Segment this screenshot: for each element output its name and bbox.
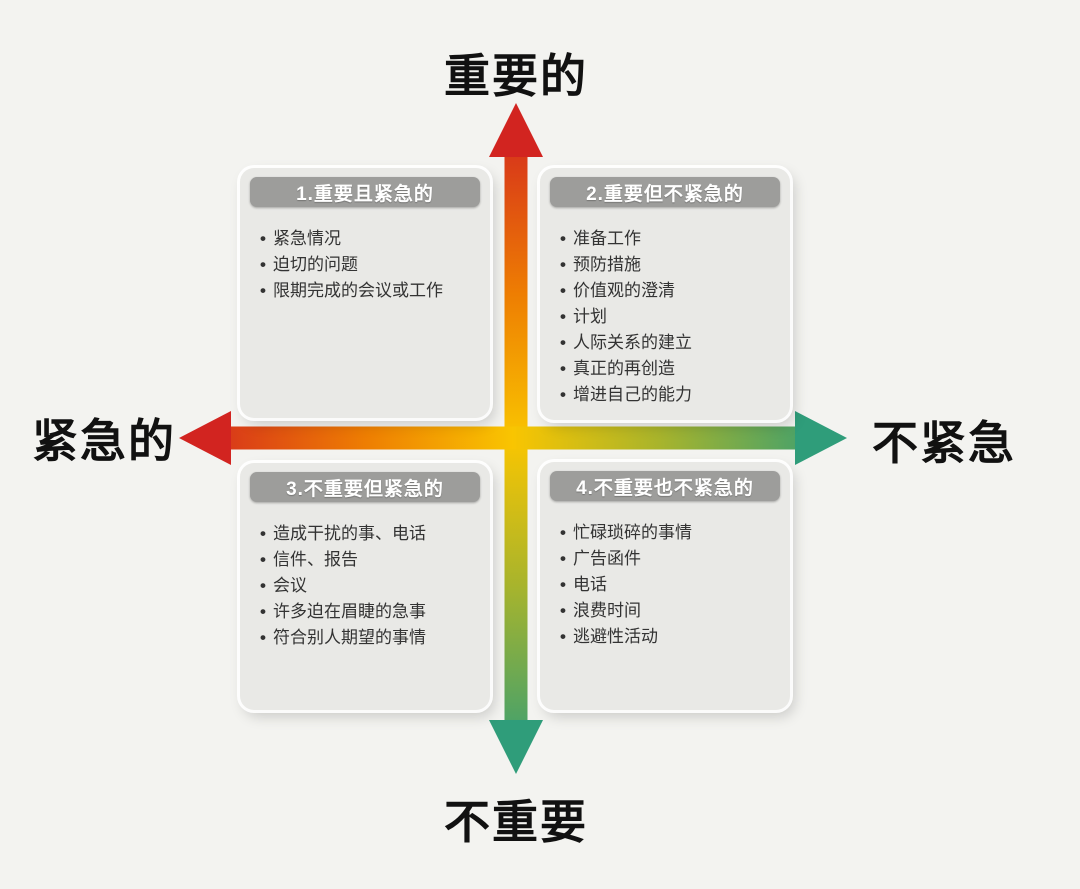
quadrant-item: 价值观的澄清 — [560, 282, 780, 300]
quadrant-1-list: 紧急情况迫切的问题限期完成的会议或工作 — [240, 230, 490, 300]
quadrant-item: 迫切的问题 — [260, 256, 480, 274]
quadrant-item: 逃避性活动 — [560, 628, 780, 646]
quadrant-item: 会议 — [260, 577, 480, 595]
quadrant-item: 人际关系的建立 — [560, 334, 780, 352]
axis-label-important: 重要的 — [444, 50, 588, 102]
quadrant-4-list: 忙碌琐碎的事情广告函件电话浪费时间逃避性活动 — [540, 524, 790, 646]
arrow-down-icon — [489, 720, 543, 774]
quadrant-3-title: 3.不重要但紧急的 — [250, 472, 480, 502]
axis-label-not-important: 不重要 — [444, 796, 588, 848]
quadrant-2-title: 2.重要但不紧急的 — [550, 177, 780, 207]
arrow-left-icon — [179, 411, 231, 465]
quadrant-item: 增进自己的能力 — [560, 386, 780, 404]
quadrant-3-list: 造成干扰的事、电话信件、报告会议许多迫在眉睫的急事符合别人期望的事情 — [240, 525, 490, 647]
quadrant-2-list: 准备工作预防措施价值观的澄清计划人际关系的建立真正的再创造增进自己的能力 — [540, 230, 790, 404]
quadrant-not-important-urgent: 3.不重要但紧急的 造成干扰的事、电话信件、报告会议许多迫在眉睫的急事符合别人期… — [240, 463, 490, 710]
quadrant-item: 电话 — [560, 576, 780, 594]
quadrant-item: 计划 — [560, 308, 780, 326]
arrow-right-icon — [795, 411, 847, 465]
horizontal-axis-bar — [222, 426, 798, 450]
quadrant-important-not-urgent: 2.重要但不紧急的 准备工作预防措施价值观的澄清计划人际关系的建立真正的再创造增… — [540, 168, 790, 420]
quadrant-item: 预防措施 — [560, 256, 780, 274]
quadrant-item: 紧急情况 — [260, 230, 480, 248]
quadrant-item: 忙碌琐碎的事情 — [560, 524, 780, 542]
quadrant-4-title: 4.不重要也不紧急的 — [550, 471, 780, 501]
quadrant-not-important-not-urgent: 4.不重要也不紧急的 忙碌琐碎的事情广告函件电话浪费时间逃避性活动 — [540, 462, 790, 710]
quadrant-item: 广告函件 — [560, 550, 780, 568]
axis-label-urgent: 紧急的 — [32, 415, 176, 467]
quadrant-item: 许多迫在眉睫的急事 — [260, 603, 480, 621]
arrow-up-icon — [489, 103, 543, 157]
quadrant-item: 限期完成的会议或工作 — [260, 282, 480, 300]
axis-label-not-urgent: 不紧急 — [872, 417, 1016, 469]
quadrant-1-title: 1.重要且紧急的 — [250, 177, 480, 207]
quadrant-item: 造成干扰的事、电话 — [260, 525, 480, 543]
quadrant-important-urgent: 1.重要且紧急的 紧急情况迫切的问题限期完成的会议或工作 — [240, 168, 490, 418]
quadrant-item: 符合别人期望的事情 — [260, 629, 480, 647]
quadrant-item: 真正的再创造 — [560, 360, 780, 378]
quadrant-item: 浪费时间 — [560, 602, 780, 620]
quadrant-item: 信件、报告 — [260, 551, 480, 569]
quadrant-item: 准备工作 — [560, 230, 780, 248]
